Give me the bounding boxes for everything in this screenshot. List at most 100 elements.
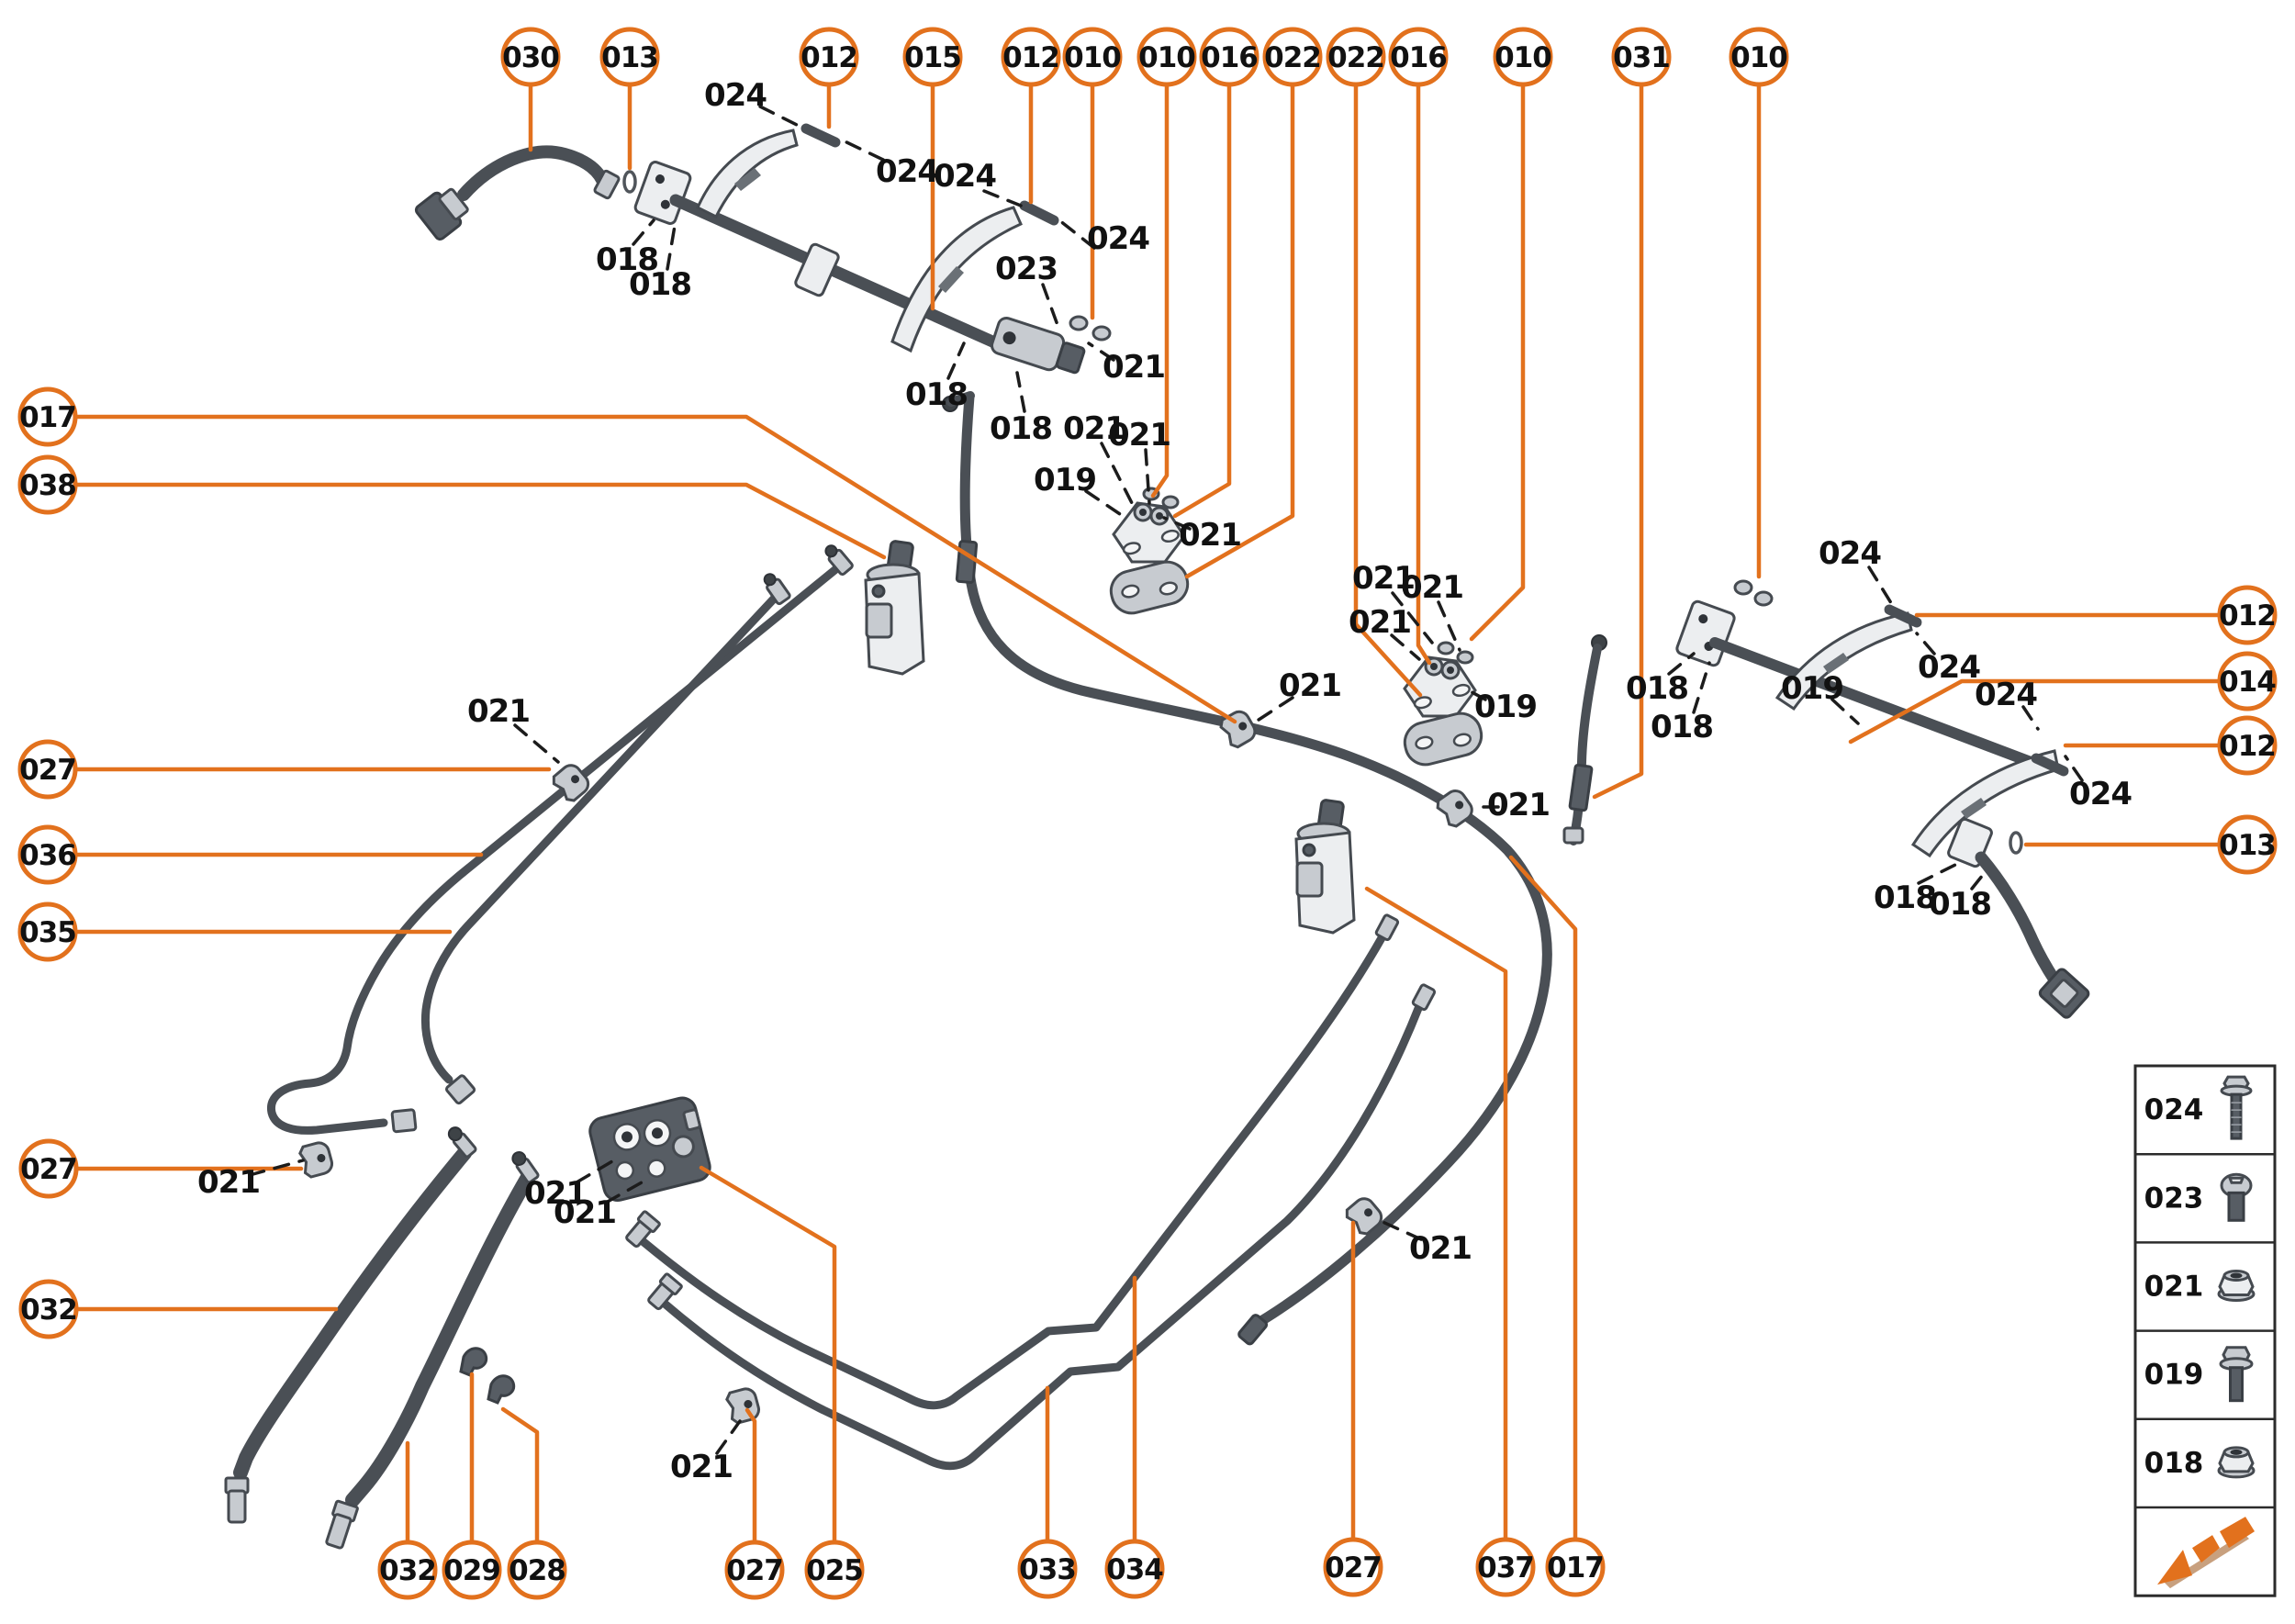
leader-line-017 bbox=[73, 414, 1237, 724]
callout-012-4[interactable]: 012 bbox=[1001, 27, 1061, 87]
part-label-019: 019 bbox=[1034, 462, 1096, 498]
callout-circle[interactable] bbox=[500, 27, 561, 87]
callout-012-23[interactable]: 012 bbox=[2217, 715, 2278, 776]
callout-circle[interactable] bbox=[1001, 27, 1061, 87]
callout-circle[interactable] bbox=[442, 1540, 502, 1600]
callout-circle[interactable] bbox=[1326, 27, 1386, 87]
callout-number: 014 bbox=[2219, 666, 2276, 699]
callout-circle[interactable] bbox=[1545, 1537, 1606, 1597]
dash-line-018 bbox=[1692, 661, 1711, 714]
part-label-021: 021 bbox=[1279, 667, 1341, 704]
callout-circle[interactable] bbox=[2217, 715, 2278, 776]
callout-circle[interactable] bbox=[1062, 27, 1123, 87]
part-hose-032-a bbox=[224, 1126, 477, 1524]
part-bracket-016-b bbox=[1399, 641, 1487, 770]
callout-033-30[interactable]: 033 bbox=[1017, 1539, 1078, 1599]
callout-029-26[interactable]: 029 bbox=[442, 1540, 502, 1600]
callout-circle[interactable] bbox=[18, 1138, 79, 1199]
part-label-021: 021 bbox=[467, 693, 530, 730]
part-coupler-023 bbox=[991, 316, 1086, 375]
callout-circle[interactable] bbox=[1388, 27, 1449, 87]
callout-circle[interactable] bbox=[507, 1540, 567, 1600]
callout-circle[interactable] bbox=[1262, 27, 1323, 87]
dash-line-021 bbox=[513, 723, 560, 764]
callout-circle[interactable] bbox=[17, 824, 78, 885]
callout-circle[interactable] bbox=[799, 27, 859, 87]
dash-line-024 bbox=[1058, 218, 1096, 250]
part-label-018: 018 bbox=[596, 241, 658, 278]
callout-circle[interactable] bbox=[724, 1540, 785, 1600]
nut-flange-icon bbox=[2217, 1270, 2256, 1302]
callout-circle[interactable] bbox=[804, 1540, 865, 1600]
callout-013-24[interactable]: 013 bbox=[2217, 814, 2278, 875]
legend-label-019: 019 bbox=[2144, 1359, 2204, 1392]
callout-027-28[interactable]: 027 bbox=[724, 1540, 785, 1600]
callout-circle[interactable] bbox=[377, 1540, 438, 1600]
callout-025-29[interactable]: 025 bbox=[804, 1540, 865, 1600]
part-pipe-034 bbox=[625, 913, 1400, 1410]
callout-022-8[interactable]: 022 bbox=[1262, 27, 1323, 87]
callout-012-2[interactable]: 012 bbox=[799, 27, 859, 87]
dash-line-024 bbox=[982, 189, 1023, 207]
callout-017-34[interactable]: 017 bbox=[1545, 1537, 1606, 1597]
callout-014-22[interactable]: 014 bbox=[2217, 651, 2278, 711]
callout-010-13[interactable]: 010 bbox=[1729, 27, 1789, 87]
callout-035-18[interactable]: 035 bbox=[17, 902, 78, 962]
callout-circle[interactable] bbox=[599, 27, 660, 87]
part-label-021: 021 bbox=[1108, 417, 1170, 454]
part-label-024: 024 bbox=[1918, 649, 1980, 686]
callout-circle[interactable] bbox=[1323, 1537, 1383, 1597]
part-valve-038 bbox=[864, 539, 925, 676]
callout-circle[interactable] bbox=[902, 27, 963, 87]
callout-circle[interactable] bbox=[1493, 27, 1553, 87]
callout-number: 027 bbox=[20, 1153, 77, 1186]
callout-016-10[interactable]: 016 bbox=[1388, 27, 1449, 87]
callout-circle[interactable] bbox=[17, 454, 78, 515]
callout-circle[interactable] bbox=[17, 902, 78, 962]
leader-line-037 bbox=[1364, 886, 1508, 1542]
callout-022-9[interactable]: 022 bbox=[1326, 27, 1386, 87]
callout-number: 027 bbox=[19, 754, 76, 787]
callout-027-32[interactable]: 027 bbox=[1323, 1537, 1383, 1597]
callout-circle[interactable] bbox=[17, 386, 78, 447]
callout-027-16[interactable]: 027 bbox=[17, 739, 78, 800]
callout-circle[interactable] bbox=[1017, 1539, 1078, 1599]
callout-circle[interactable] bbox=[1136, 27, 1197, 87]
callout-028-27[interactable]: 028 bbox=[507, 1540, 567, 1600]
callout-017-14[interactable]: 017 bbox=[17, 386, 78, 447]
callout-number: 015 bbox=[904, 41, 961, 74]
part-clip-029 bbox=[459, 1347, 488, 1377]
callout-031-12[interactable]: 031 bbox=[1611, 27, 1672, 87]
callout-013-1[interactable]: 013 bbox=[599, 27, 660, 87]
callout-016-7[interactable]: 016 bbox=[1199, 27, 1259, 87]
callout-010-6[interactable]: 010 bbox=[1136, 27, 1197, 87]
callout-027-19[interactable]: 027 bbox=[18, 1138, 79, 1199]
callout-038-15[interactable]: 038 bbox=[17, 454, 78, 515]
callout-circle[interactable] bbox=[17, 739, 78, 800]
callout-032-25[interactable]: 032 bbox=[377, 1540, 438, 1600]
callout-010-11[interactable]: 010 bbox=[1493, 27, 1553, 87]
part-label-021: 021 bbox=[1352, 560, 1415, 597]
callout-circle[interactable] bbox=[1475, 1537, 1536, 1597]
callout-circle[interactable] bbox=[1611, 27, 1672, 87]
callout-030-0[interactable]: 030 bbox=[500, 27, 561, 87]
part-label-021: 021 bbox=[1103, 349, 1165, 386]
callout-circle[interactable] bbox=[1199, 27, 1259, 87]
callout-circle[interactable] bbox=[2217, 814, 2278, 875]
callout-number: 013 bbox=[601, 41, 658, 74]
callout-circle[interactable] bbox=[18, 1279, 79, 1339]
callout-circle[interactable] bbox=[1729, 27, 1789, 87]
dash-line-021 bbox=[715, 1419, 742, 1455]
callout-036-17[interactable]: 036 bbox=[17, 824, 78, 885]
callout-circle[interactable] bbox=[2217, 585, 2278, 645]
callout-015-3[interactable]: 015 bbox=[902, 27, 963, 87]
callout-032-20[interactable]: 032 bbox=[18, 1279, 79, 1339]
dash-line-021 bbox=[1100, 442, 1134, 505]
callout-circle[interactable] bbox=[1104, 1539, 1165, 1599]
callout-034-31[interactable]: 034 bbox=[1104, 1539, 1165, 1599]
callout-012-21[interactable]: 012 bbox=[2217, 585, 2278, 645]
callout-037-33[interactable]: 037 bbox=[1475, 1537, 1536, 1597]
callout-circle[interactable] bbox=[2217, 651, 2278, 711]
callout-010-5[interactable]: 010 bbox=[1062, 27, 1123, 87]
